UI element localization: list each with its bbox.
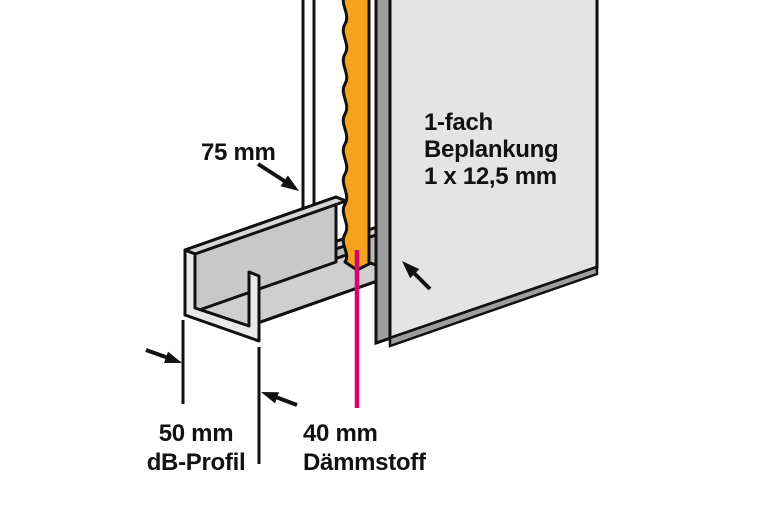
u-profile-front-cross-section (183, 248, 261, 343)
width-75-arrowhead (280, 175, 299, 191)
width-75-arrow (256, 162, 299, 191)
width-75-label: 75 mm (201, 139, 276, 167)
planking-arrowhead (402, 261, 420, 279)
gypsum-panel-bottom-edge (388, 265, 599, 348)
planking-label-line3: 1 x 12,5 mm (424, 163, 557, 190)
dimension-arrowhead-right (261, 392, 279, 404)
dimension-arrow-left-shaft (145, 348, 168, 360)
profile-label-line2: dB-Profil (146, 449, 246, 476)
insulation-label: 40 mm Dämmstoff (303, 419, 426, 477)
width-75-arrow-shaft (256, 162, 288, 184)
profile-label: 50 mm dB-Profil (133, 419, 259, 477)
insulation-strip (341, 0, 371, 272)
planking-arrow (402, 261, 432, 291)
insulation-label-line2: Dämmstoff (303, 449, 426, 476)
profile-width-dimension (145, 320, 298, 464)
insulation-label-line1: 40 mm (303, 420, 378, 447)
dimension-arrow-right-shaft (276, 395, 298, 407)
back-board-edge (301, 0, 316, 211)
planking-label: 1-fach Beplankung 1 x 12,5 mm (424, 109, 559, 190)
planking-arrow-shaft (411, 270, 432, 291)
profile-label-line1: 50 mm (158, 420, 234, 447)
width-75-label-text: 75 mm (201, 139, 276, 166)
u-profile (183, 195, 412, 343)
planking-label-line1: 1-fach (424, 109, 493, 136)
dimension-arrowhead-left (164, 351, 182, 363)
planking-label-line2: Beplankung (424, 136, 559, 163)
